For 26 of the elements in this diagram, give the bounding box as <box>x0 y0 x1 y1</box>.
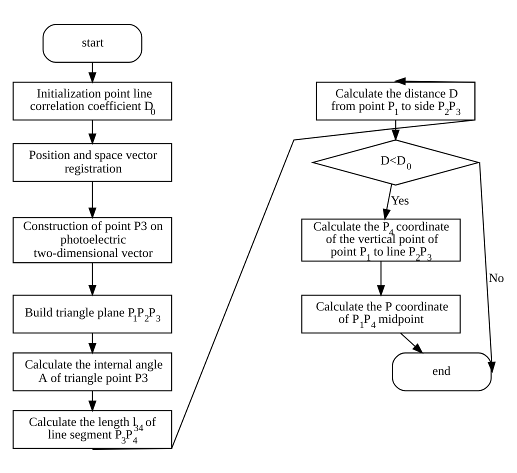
node-box: Calculate the distance D from point P$_{1}$ to side P$_{2}$P$_{3}$ <box>315 81 475 120</box>
node-box: Calculate the length l$_{34}$ of line segment P$_{3}$P$_{4}$ <box>12 410 172 448</box>
arrow <box>88 120 96 145</box>
arrow <box>88 180 96 219</box>
arrow <box>478 162 496 373</box>
arrow <box>376 260 385 296</box>
node-box: Initialization point line correlation coefficient D$_{0}$ <box>12 81 172 120</box>
node-box: Position and space vector registration <box>12 142 172 182</box>
node-box: end <box>392 352 492 391</box>
arrow <box>382 184 392 220</box>
edge-label: No <box>488 270 504 285</box>
node-box: start <box>42 24 142 62</box>
arrow <box>391 120 400 141</box>
node-box: Calculate the P coordinate of P$_{1}$P$_{4}$ midpoint <box>300 294 460 334</box>
node-box: Calculate the internal angle A of triangle point P3 <box>12 352 172 391</box>
node-box: Build triangle plane P$_{1}$P$_{2}$P$_{3}$ <box>12 294 172 334</box>
node-box: Construction of point P3 on photoelectric two-dimensional vector <box>12 216 172 263</box>
arrow <box>88 332 96 354</box>
arrow <box>92 76 475 450</box>
arrow <box>88 390 96 412</box>
arrow <box>88 62 96 84</box>
node-diamond: D<D$_{0}$ <box>310 138 480 186</box>
node-box: Calculate the P$_{4}$ coordinate of the vertical point of point P$_{1}$ to line P$_{2}$P$_{3}$ <box>300 218 460 262</box>
arrow <box>400 332 423 354</box>
edge-label: Yes <box>390 193 409 208</box>
arrow <box>88 262 96 296</box>
